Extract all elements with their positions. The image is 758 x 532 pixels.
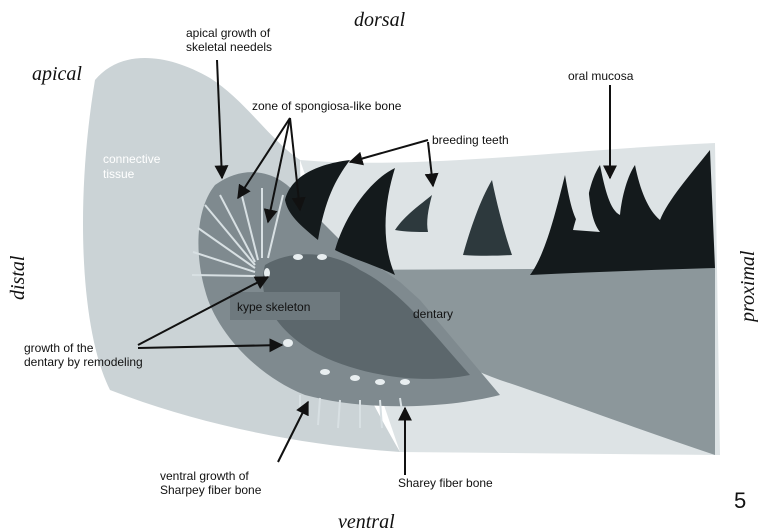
label-apical-growth: apical growth of skeletal needels — [186, 26, 273, 54]
orientation-apical: apical — [32, 63, 82, 85]
label-breeding-teeth: breeding teeth — [432, 133, 509, 147]
label-dentary: dentary — [413, 307, 453, 321]
label-oral-mucosa: oral mucosa — [568, 69, 634, 83]
label-kype-skeleton: kype skeleton — [237, 300, 310, 314]
orientation-dorsal: dorsal — [354, 9, 406, 31]
orientation-ventral: ventral — [338, 511, 395, 532]
orientation-distal: distal — [7, 255, 29, 300]
orientation-proximal: proximal — [737, 250, 758, 324]
label-sharey-fiber: Sharey fiber bone — [398, 476, 493, 490]
figure-number: 5 — [734, 488, 746, 513]
label-spongiosa: zone of spongiosa-like bone — [252, 99, 402, 113]
label-ventral-growth: ventral growth of Sharpey fiber bone — [160, 469, 262, 497]
